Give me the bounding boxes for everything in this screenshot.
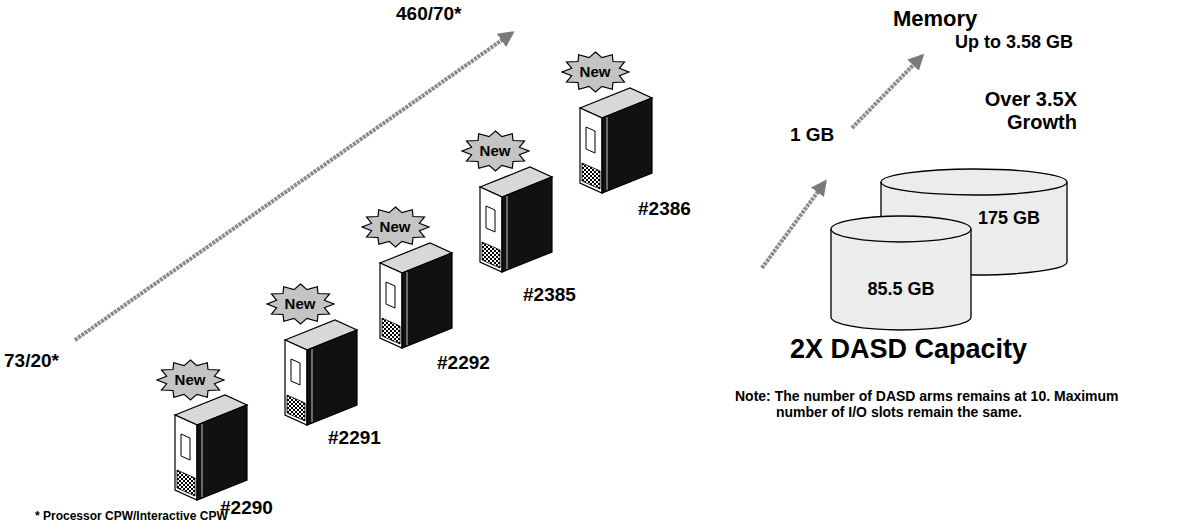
feature-code: #2290 — [220, 497, 273, 519]
feature-code: #2291 — [328, 427, 381, 449]
new-starburst: New — [461, 130, 530, 172]
badge-text: New — [285, 295, 316, 312]
server-tower — [480, 167, 552, 272]
footnote: * Processor CPW/Interactive CPW — [35, 510, 228, 524]
cylinder-rim — [881, 182, 1067, 195]
starburst-shape — [267, 284, 334, 324]
memory-min: 1 GB — [790, 124, 834, 146]
section-heading: 2X DASD Capacity — [790, 334, 1027, 365]
new-starburst: New — [156, 359, 225, 401]
section-heading: Memory — [893, 6, 977, 31]
performance-range: 73/20* — [4, 350, 59, 372]
capacity-label: 85.5 GB — [867, 279, 934, 300]
badge-text: New — [580, 63, 611, 80]
cylinder-body — [831, 216, 971, 330]
growth-note: Over 3.5X Growth — [935, 88, 1077, 134]
cylinder-rim — [831, 229, 971, 242]
node-outline — [830, 215, 972, 331]
badge-text: New — [380, 218, 411, 235]
badge-text: New — [480, 142, 511, 159]
server-tower — [380, 243, 452, 348]
growth-arrow — [852, 56, 922, 128]
new-starburst: New — [266, 283, 335, 325]
growth-arrow — [762, 182, 825, 268]
new-starburst: New — [361, 206, 430, 248]
new-starburst: New — [561, 51, 630, 93]
footnote-note: Note: The number of DASD arms remains at… — [735, 388, 1120, 420]
starburst-shape — [562, 52, 629, 92]
server-tower — [175, 395, 247, 500]
feature-code: #2386 — [638, 198, 691, 220]
performance-range: 460/70* — [396, 3, 462, 25]
dasd-cylinder: 85.5 GB — [830, 215, 972, 331]
starburst-shape — [157, 360, 224, 400]
memory-max: Up to 3.58 GB — [955, 32, 1073, 53]
starburst-shape — [462, 131, 529, 171]
server-tower — [285, 320, 357, 425]
capacity-label: 175 GB — [978, 208, 1040, 229]
feature-code: #2385 — [523, 284, 576, 306]
starburst-shape — [362, 207, 429, 247]
server-tower — [580, 88, 652, 193]
feature-code: #2292 — [437, 352, 490, 374]
badge-text: New — [175, 371, 206, 388]
